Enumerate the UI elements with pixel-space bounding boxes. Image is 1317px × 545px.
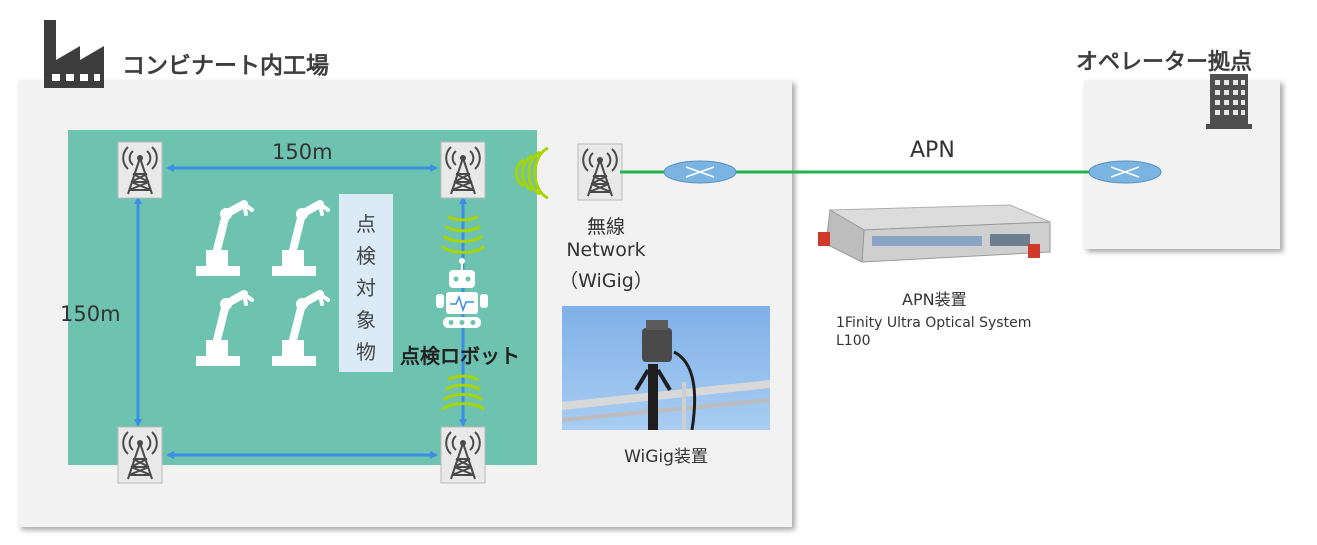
inspection-target-char: 物 xyxy=(356,340,376,364)
robot-label: 点検ロボット xyxy=(400,344,520,368)
robot-arm-icon xyxy=(196,294,252,366)
inspection-target-char: 対 xyxy=(356,276,376,300)
factory-icon xyxy=(44,20,104,88)
inspection-target-char: 検 xyxy=(356,244,376,268)
inspection-target-char: 象 xyxy=(356,308,376,332)
wigig-device-label: WiGig装置 xyxy=(624,447,708,467)
robot-arm-icon xyxy=(196,204,252,276)
wireless-label-line3: （WiGig） xyxy=(559,270,653,292)
inspection-robot-icon xyxy=(436,258,488,328)
apn-device-model-line1: 1Finity Ultra Optical System xyxy=(836,315,1032,331)
antenna-tower-icon xyxy=(440,426,486,484)
apn-link-label: APN xyxy=(910,138,955,163)
inspection-target-char: 点 xyxy=(356,212,376,236)
apn-device-label: APN装置 xyxy=(902,290,967,309)
signal-waves-icon xyxy=(440,214,486,254)
router-icon xyxy=(663,160,737,184)
antenna-tower-icon xyxy=(440,141,486,199)
inspection-target-box: 点 検 対 象 物 xyxy=(339,194,393,372)
distance-label-top: 150m xyxy=(272,140,333,164)
factory-title: コンビナート内工場 xyxy=(122,53,329,79)
antenna-tower-icon xyxy=(577,143,623,201)
operator-title: オペレーター拠点 xyxy=(1076,50,1253,75)
wigig-device-photo xyxy=(562,306,770,430)
wireless-label-line1: 無線 xyxy=(586,216,625,238)
distance-label-left: 150m xyxy=(60,302,121,326)
signal-waves-icon xyxy=(515,146,549,200)
signal-waves-icon xyxy=(440,374,486,412)
wireless-label-line2: Network xyxy=(566,239,646,261)
robot-arm-icon xyxy=(272,294,328,366)
robot-arm-icon xyxy=(272,204,328,276)
apn-device-model-line2: L100 xyxy=(836,333,871,349)
antenna-tower-icon xyxy=(117,426,163,484)
apn-device-image xyxy=(818,204,1051,263)
antenna-tower-icon xyxy=(117,141,163,199)
building-icon xyxy=(1206,74,1252,129)
router-icon xyxy=(1088,160,1162,184)
